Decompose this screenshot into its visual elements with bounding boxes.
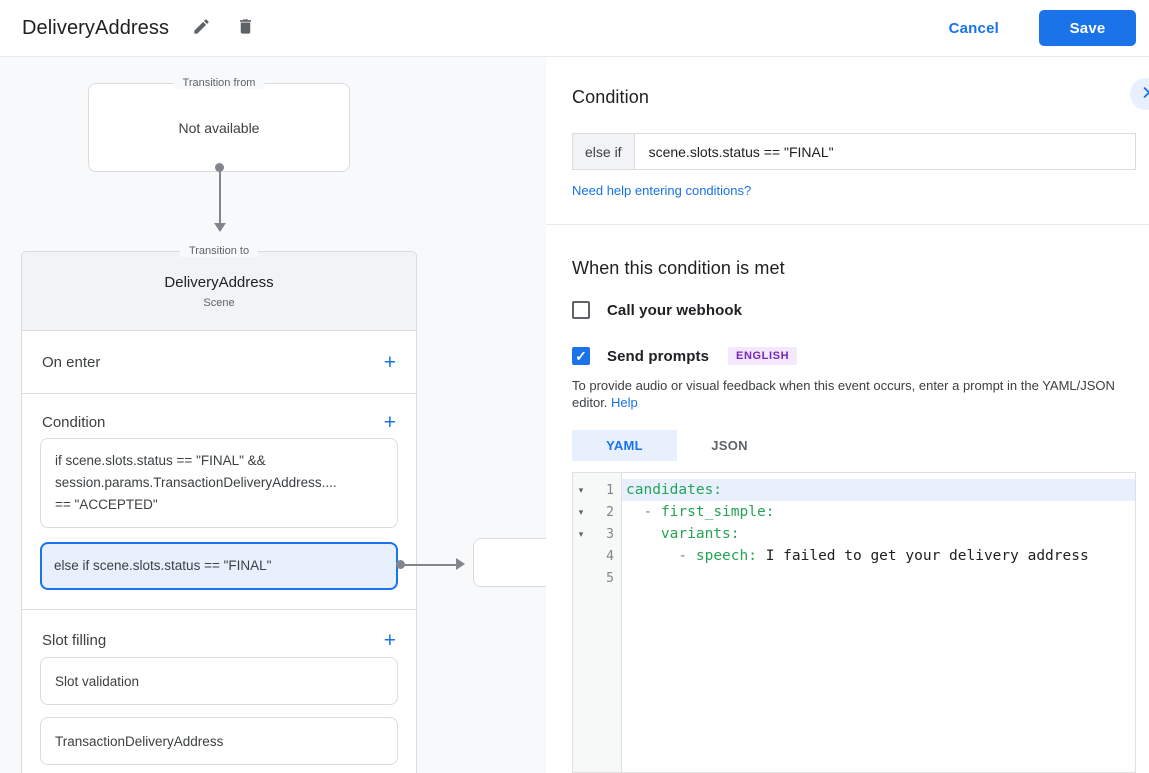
line-number: 3	[606, 526, 614, 542]
panel-divider	[546, 224, 1149, 225]
slot-item[interactable]: TransactionDeliveryAddress	[40, 717, 398, 765]
arrow-down-icon	[214, 223, 226, 232]
condition-section-label: Condition	[42, 413, 106, 431]
condition-section: Condition + if scene.slots.status == "FI…	[22, 394, 416, 610]
code-line[interactable]: - first_simple:	[622, 501, 1135, 523]
code-token: -	[643, 504, 661, 520]
slot-filling-section: Slot filling + Slot validation Transacti…	[22, 610, 416, 773]
transition-target-node[interactable]	[473, 538, 546, 587]
editor-gutter: ▾ 1 ▾ 2 ▾ 3 4 5	[573, 473, 622, 772]
editor-format-tabs: YAML JSON	[572, 430, 1136, 461]
scene-title: DeliveryAddress	[164, 274, 274, 291]
slot-filling-label: Slot filling	[42, 632, 107, 649]
code-token: -	[678, 548, 696, 564]
condition-expression-row: else if	[572, 133, 1136, 170]
delete-scene-button[interactable]	[233, 16, 257, 40]
language-badge: ENGLISH	[728, 347, 798, 365]
fold-toggle-icon[interactable]: ▾	[578, 528, 584, 539]
code-token	[626, 526, 661, 542]
trash-icon	[236, 17, 255, 39]
code-line[interactable]: - speech: I failed to get your delivery …	[622, 545, 1135, 567]
prompts-description: To provide audio or visual feedback when…	[572, 378, 1115, 410]
connector-dot	[396, 560, 405, 569]
tab-json[interactable]: JSON	[711, 438, 748, 453]
transition-from-legend: Transition from	[173, 77, 265, 89]
code-token: variants:	[660, 526, 740, 542]
connector-line	[219, 171, 221, 223]
arrow-right-icon	[456, 558, 465, 570]
code-token: I failed to get your delivery address	[756, 548, 1089, 564]
tab-yaml[interactable]: YAML	[572, 430, 677, 461]
add-condition-button[interactable]: +	[383, 410, 396, 434]
code-line[interactable]	[622, 567, 1135, 589]
scene-node[interactable]: Transition to DeliveryAddress Scene On e…	[21, 245, 417, 773]
add-slot-button[interactable]: +	[383, 629, 396, 652]
add-on-enter-button[interactable]: +	[383, 350, 396, 374]
code-token: candidates:	[626, 482, 723, 498]
condition-prefix-label: else if	[572, 133, 634, 170]
yaml-code-editor[interactable]: ▾ 1 ▾ 2 ▾ 3 4 5 candidates: - first_simple: var…	[572, 472, 1136, 773]
webhook-checkbox[interactable]	[572, 301, 590, 319]
condition-detail-panel: Condition else if Need help entering con…	[546, 57, 1149, 773]
code-token	[626, 548, 678, 564]
chevron-right-icon	[1139, 85, 1149, 103]
code-token	[626, 504, 643, 520]
send-prompts-checkbox[interactable]: ✓	[572, 347, 590, 365]
connector-dot	[215, 163, 224, 172]
page-title: DeliveryAddress	[22, 16, 170, 39]
scene-subtitle: Scene	[203, 297, 235, 309]
condition-item[interactable]: if scene.slots.status == "FINAL" && sess…	[40, 438, 398, 528]
fold-toggle-icon[interactable]: ▾	[578, 506, 584, 517]
save-button[interactable]: Save	[1039, 10, 1136, 46]
edit-scene-button[interactable]	[189, 16, 213, 40]
send-prompts-label: Send prompts	[607, 347, 710, 365]
condition-expression-input[interactable]	[633, 133, 1136, 170]
panel-title: Condition	[572, 87, 649, 107]
line-number: 1	[606, 482, 614, 498]
connector-line	[404, 564, 457, 566]
fold-toggle-icon[interactable]: ▾	[578, 484, 584, 495]
condition-item-selected[interactable]: else if scene.slots.status == "FINAL"	[40, 542, 398, 590]
on-enter-section: On enter +	[22, 331, 416, 394]
transition-to-legend: Transition to	[179, 245, 259, 257]
slot-item[interactable]: Slot validation	[40, 657, 398, 705]
send-prompts-option[interactable]: ✓ Send prompts ENGLISH	[572, 347, 1136, 365]
on-enter-label: On enter	[42, 353, 101, 371]
diagram-canvas[interactable]: Transition from Not available Transition…	[0, 57, 546, 773]
condition-met-title: When this condition is met	[572, 258, 785, 278]
code-line[interactable]: variants:	[622, 523, 1135, 545]
topbar: DeliveryAddress Cancel Save	[0, 0, 1149, 57]
transition-from-content: Not available	[178, 119, 260, 136]
line-number: 5	[606, 570, 614, 586]
conditions-help-link[interactable]: Need help entering conditions?	[572, 183, 752, 198]
line-number: 2	[606, 504, 614, 520]
code-line[interactable]: candidates:	[622, 479, 1135, 501]
transition-from-node[interactable]: Transition from Not available	[88, 77, 350, 172]
pencil-icon	[192, 17, 211, 39]
code-token: first_simple:	[660, 504, 775, 520]
help-link[interactable]: Help	[611, 395, 638, 410]
cancel-button[interactable]: Cancel	[948, 19, 999, 37]
call-webhook-option[interactable]: Call your webhook	[572, 301, 1136, 319]
webhook-label: Call your webhook	[607, 301, 743, 319]
code-token: speech:	[695, 548, 757, 564]
scene-card-header: DeliveryAddress Scene	[22, 252, 416, 331]
line-number: 4	[606, 548, 614, 564]
editor-code-area[interactable]: candidates: - first_simple: variants: - …	[622, 473, 1135, 772]
